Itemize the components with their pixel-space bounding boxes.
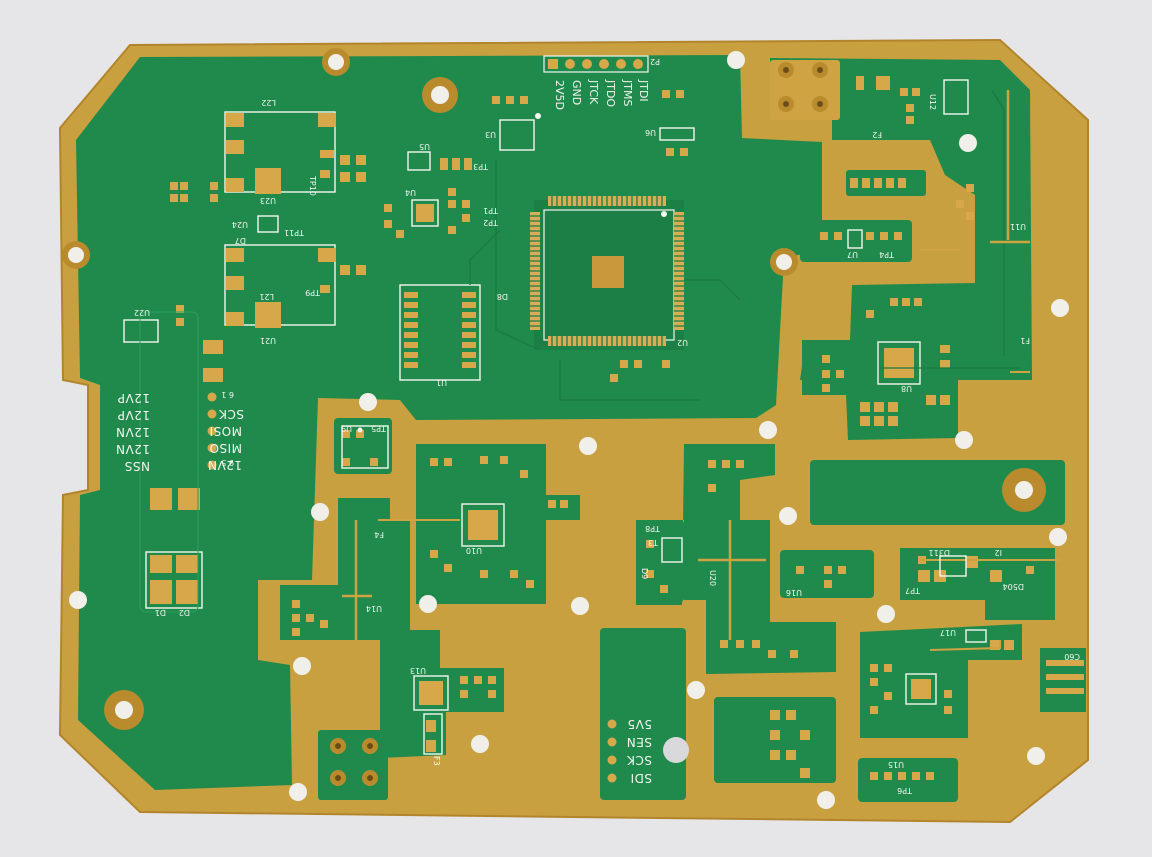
sensor-label-sen: SEN: [626, 735, 652, 749]
refdes-u14: U14: [366, 604, 382, 613]
header-p2-pin-1: JTDI: [637, 79, 650, 102]
power-label-nss: NSS: [124, 459, 150, 473]
refdes-u3: U3: [485, 130, 496, 139]
refdes-u15: U15: [888, 760, 904, 769]
refdes-d2: D2: [179, 608, 190, 617]
refdes-tp10: TP10: [308, 175, 317, 196]
mask-block-u17: [860, 624, 1022, 738]
inductor-l22: [224, 111, 336, 194]
header-p2-pin-5: GND: [570, 80, 583, 105]
power-label-12vn-1: 12VN: [116, 425, 150, 439]
refdes-f4: F4: [374, 530, 384, 539]
refdes-tp7: TP7: [905, 586, 921, 595]
refdes-u21: U21: [260, 336, 276, 345]
spi-pin-num-top: 6 1: [221, 390, 234, 399]
sensor-label-sdi: SDI: [630, 771, 652, 785]
th-pads-topright: [330, 62, 828, 786]
traces: [342, 89, 1060, 651]
refdes-u2: U2: [677, 338, 688, 347]
refdes-i2: I2: [995, 548, 1002, 557]
refdes-tp5: TP5: [371, 424, 387, 433]
refdes-labels: U1 U2 U3 U4 U5 U6 U7 U8 U9 U10 U11 U12 U…: [134, 94, 1080, 795]
refdes-tp9: TP9: [305, 288, 321, 297]
refdes-u5: U5: [419, 142, 430, 151]
mounting-holes: [62, 48, 1069, 809]
sensor-label-5v5: 5V5: [627, 717, 652, 731]
refdes-u7: U7: [847, 250, 858, 259]
refdes-u1: U1: [436, 378, 447, 387]
refdes-f2: F2: [872, 130, 882, 139]
header-p2-pin-3: JTDO: [604, 79, 617, 107]
inductor-l21: [224, 244, 336, 328]
refdes-tp4: TP4: [879, 250, 895, 259]
mask-block-u8: [802, 285, 1030, 440]
spi-label-miso: MISO: [209, 441, 242, 455]
refdes-d504: D504: [1003, 582, 1024, 591]
refdes-u17: U17: [940, 628, 956, 637]
refdes-u23: U23: [260, 196, 276, 205]
power-label-12vn-2: 12VN: [116, 442, 150, 456]
header-p2-pin-6: 2V5D: [553, 80, 566, 110]
spi-label-mosi: MOSI: [209, 424, 242, 438]
refdes-u12: U12: [928, 94, 937, 110]
spi-label-12vn: 12VN: [208, 458, 242, 472]
spi-pin-num-bottom: 9 5: [221, 458, 234, 467]
diodes-d1-d2: [145, 340, 223, 609]
refdes-u11: U11: [1010, 222, 1026, 231]
power-label-12vp-2: 12VP: [117, 408, 150, 422]
refdes-u13: U13: [410, 666, 426, 675]
refdes-tp2: TP2: [483, 218, 499, 227]
header-p2-label: P2: [650, 57, 660, 66]
mask-block-u15: [858, 758, 958, 802]
refdes-f1: F1: [1020, 336, 1030, 345]
sensor-header-pads: [607, 719, 617, 783]
refdes-tp1: TP1: [483, 206, 499, 215]
spi-header-pads: [207, 392, 217, 470]
refdes-u9: U9: [341, 424, 352, 433]
refdes-u20: U20: [708, 570, 717, 586]
refdes-tp11: TP11: [284, 228, 305, 237]
spi-label-sck: SCK: [218, 407, 244, 421]
refdes-u16: U16: [786, 588, 802, 597]
mask-block-sensor: [600, 628, 686, 800]
sensor-label-sck: SCK: [626, 753, 652, 767]
refdes-d9: D9: [640, 568, 649, 579]
power-label-12vp-1: 12VP: [117, 391, 150, 405]
refdes-c60: C60: [1064, 652, 1080, 661]
mask-block-wide: [810, 460, 1065, 525]
refdes-d7: D7: [235, 236, 246, 245]
refdes-tp3: TP3: [473, 162, 489, 171]
chip-u1: [399, 284, 481, 381]
silk-outlines: [139, 79, 987, 755]
refdes-tp8: TP8: [645, 524, 661, 533]
refdes-u4: U4: [405, 188, 416, 197]
refdes-l21: L21: [259, 292, 274, 301]
refdes-d8: D8: [497, 292, 508, 301]
qfn-chips: [123, 119, 937, 711]
header-p2-pin-2: JTMS: [621, 79, 634, 106]
refdes-u24: U24: [232, 220, 248, 229]
refdes-tp6: TP6: [897, 786, 913, 795]
refdes-d311: D311: [929, 548, 950, 557]
mask-block-f3: [318, 730, 388, 800]
refdes-l22: L22: [261, 98, 276, 107]
mask-block-u7: [800, 220, 912, 262]
refdes-u10: U10: [466, 546, 482, 555]
chip-u2: [530, 196, 684, 350]
refdes-u22: U22: [134, 308, 150, 317]
header-p2-pin-4: JTCK: [587, 79, 600, 105]
header-p2-pads: [543, 55, 649, 73]
refdes-f3: F3: [432, 756, 441, 766]
refdes-u6: U6: [645, 128, 656, 137]
refdes-t3: T3: [648, 538, 659, 547]
mask-block-d311: [900, 548, 1055, 620]
smd-pad-field: [170, 76, 1084, 780]
refdes-d1: D1: [155, 608, 166, 617]
refdes-u8: U8: [901, 384, 912, 393]
